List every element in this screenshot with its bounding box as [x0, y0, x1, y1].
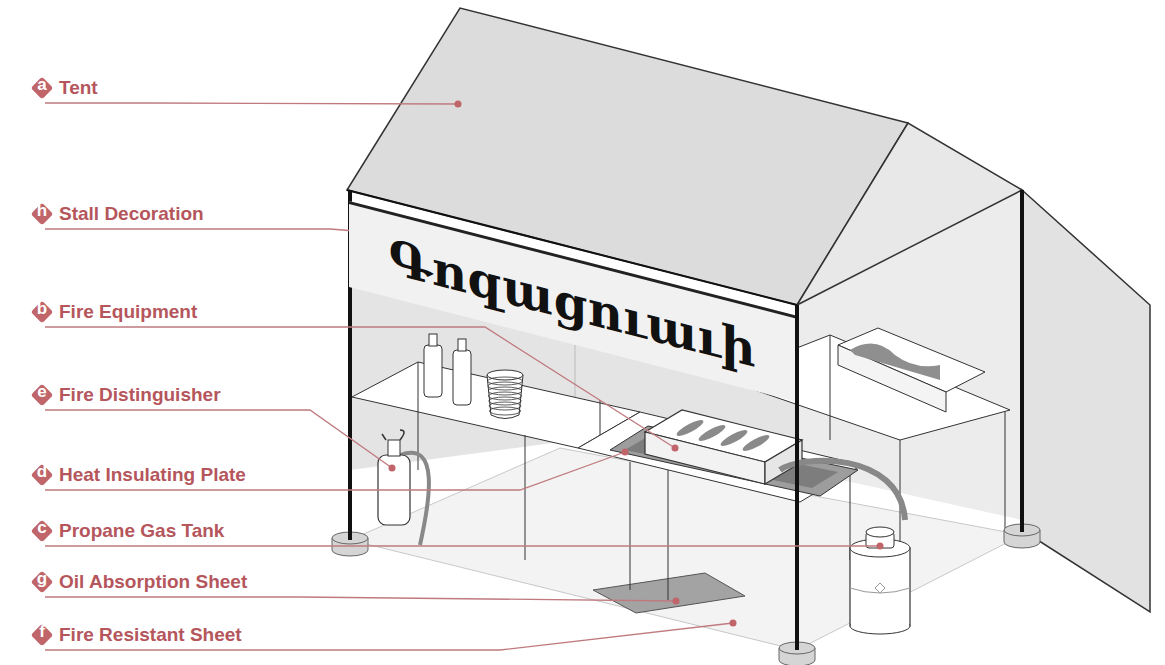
callout-badge: bFire Equipment: [29, 299, 55, 325]
leader-dots-part: [622, 449, 629, 456]
oil-absorption-sheet-part: [593, 573, 745, 613]
part-name: Heat Insulating Plate: [59, 463, 246, 487]
leader-dots-part: [673, 598, 680, 605]
side-flap: [1022, 190, 1150, 612]
part-name: Fire Resistant Sheet: [59, 623, 242, 647]
bowl-ring: [488, 392, 521, 400]
propane-gas-tank-part: [850, 583, 910, 593]
banner-text: Գոզացուաւի: [389, 228, 756, 378]
grill-part: [697, 422, 727, 443]
leader-lines-part: [45, 410, 392, 468]
part-name: Oil Absorption Sheet: [59, 570, 247, 594]
left-table-part: [352, 362, 640, 448]
leader-dots-part: [877, 543, 884, 550]
bowl-ring: [489, 397, 522, 405]
callout-badge: aTent: [29, 75, 55, 101]
bottles-and-bowls-part: [429, 334, 437, 346]
callout-letter: b: [29, 299, 55, 325]
bowl-rings: [488, 377, 523, 415]
tent-poles-part: [1020, 190, 1024, 532]
leader-lines-part: [45, 229, 368, 232]
leader-lines-part: [45, 452, 625, 490]
fire-extinguisher-part: [382, 430, 404, 440]
back-right-table-part: [850, 344, 940, 380]
bowl-ring: [489, 402, 521, 410]
grill-part: [741, 432, 771, 453]
grill-part: [719, 427, 749, 448]
leader-lines-part: [45, 597, 676, 601]
leader-lines-part: [45, 545, 880, 546]
callout-letter: h: [29, 201, 55, 227]
part-name: Fire Equipment: [59, 300, 197, 324]
part-name: Tent: [59, 76, 98, 100]
callout-letter: f: [29, 622, 55, 648]
leader-dots-part: [455, 101, 462, 108]
bottles-and-bowls-part: [453, 350, 471, 405]
leader-lines-part: [45, 623, 733, 650]
propane-gas-tank: [780, 461, 910, 634]
callout-letter: a: [29, 75, 55, 101]
tent-poles-part: [348, 528, 352, 540]
left-table-part: [525, 435, 526, 560]
leader-dots: [365, 101, 884, 627]
left-table: [352, 362, 640, 560]
oil-absorption-sheet: [593, 573, 745, 613]
part-name: Stall Decoration: [59, 202, 204, 226]
leader-dots-part: [672, 445, 679, 452]
propane-gas-tank-part: [850, 548, 910, 626]
bottles-and-bowls-part: [424, 345, 442, 397]
tent-poles-part: [795, 305, 799, 650]
callout-badge: dHeat Insulating Plate: [29, 462, 55, 488]
tent-poles-part: [795, 638, 799, 650]
tent-poles-part: [332, 524, 1040, 665]
callout-badge: hStall Decoration: [29, 201, 55, 227]
callout-badge: gOil Absorption Sheet: [29, 569, 55, 595]
fire-extinguisher: [378, 430, 429, 545]
left-table-part: [600, 400, 601, 440]
callout-letter: g: [29, 569, 55, 595]
part-name: Propane Gas Tank: [59, 519, 224, 543]
bottles-and-bowls-part: [458, 339, 466, 351]
grill: [645, 410, 802, 484]
callout-letter: d: [29, 462, 55, 488]
bottles-and-bowls-part: [487, 375, 523, 419]
tent-poles: [332, 190, 1040, 665]
grill-table-part: [630, 462, 631, 590]
fire-extinguisher-part: [388, 440, 400, 456]
callout-badge: fFire Resistant Sheet: [29, 622, 55, 648]
back-right-table-part: [830, 335, 831, 440]
leader-lines: [45, 103, 880, 650]
callout-letter: c: [29, 518, 55, 544]
callout-letter: e: [29, 382, 55, 408]
callout-badge: cPropane Gas Tank: [29, 518, 55, 544]
leader-dots-part: [389, 465, 396, 472]
bowl-ring: [488, 387, 522, 395]
tent-poles-part: [1020, 520, 1024, 532]
leader-dots-part: [730, 620, 737, 627]
stall-banner: Գոզացուաւի: [349, 201, 795, 401]
propane-gas-tank-part: [866, 527, 894, 537]
bowl-ring: [488, 382, 522, 390]
leader-lines-part: [45, 103, 458, 104]
bowl-ring: [489, 407, 520, 415]
propane-gas-tank-part: [851, 600, 909, 626]
bottles-and-bowls: [424, 334, 523, 419]
bowl-ring: [488, 377, 523, 385]
back-right-table-part: [1005, 412, 1006, 530]
callout-badge: eFire Distinguisher: [29, 382, 55, 408]
tent-roof-part: [797, 123, 1022, 305]
grill-part: [675, 417, 705, 438]
part-name: Fire Distinguisher: [59, 383, 221, 407]
side-flap-part: [1022, 190, 1150, 612]
grill-table-part: [668, 470, 669, 600]
